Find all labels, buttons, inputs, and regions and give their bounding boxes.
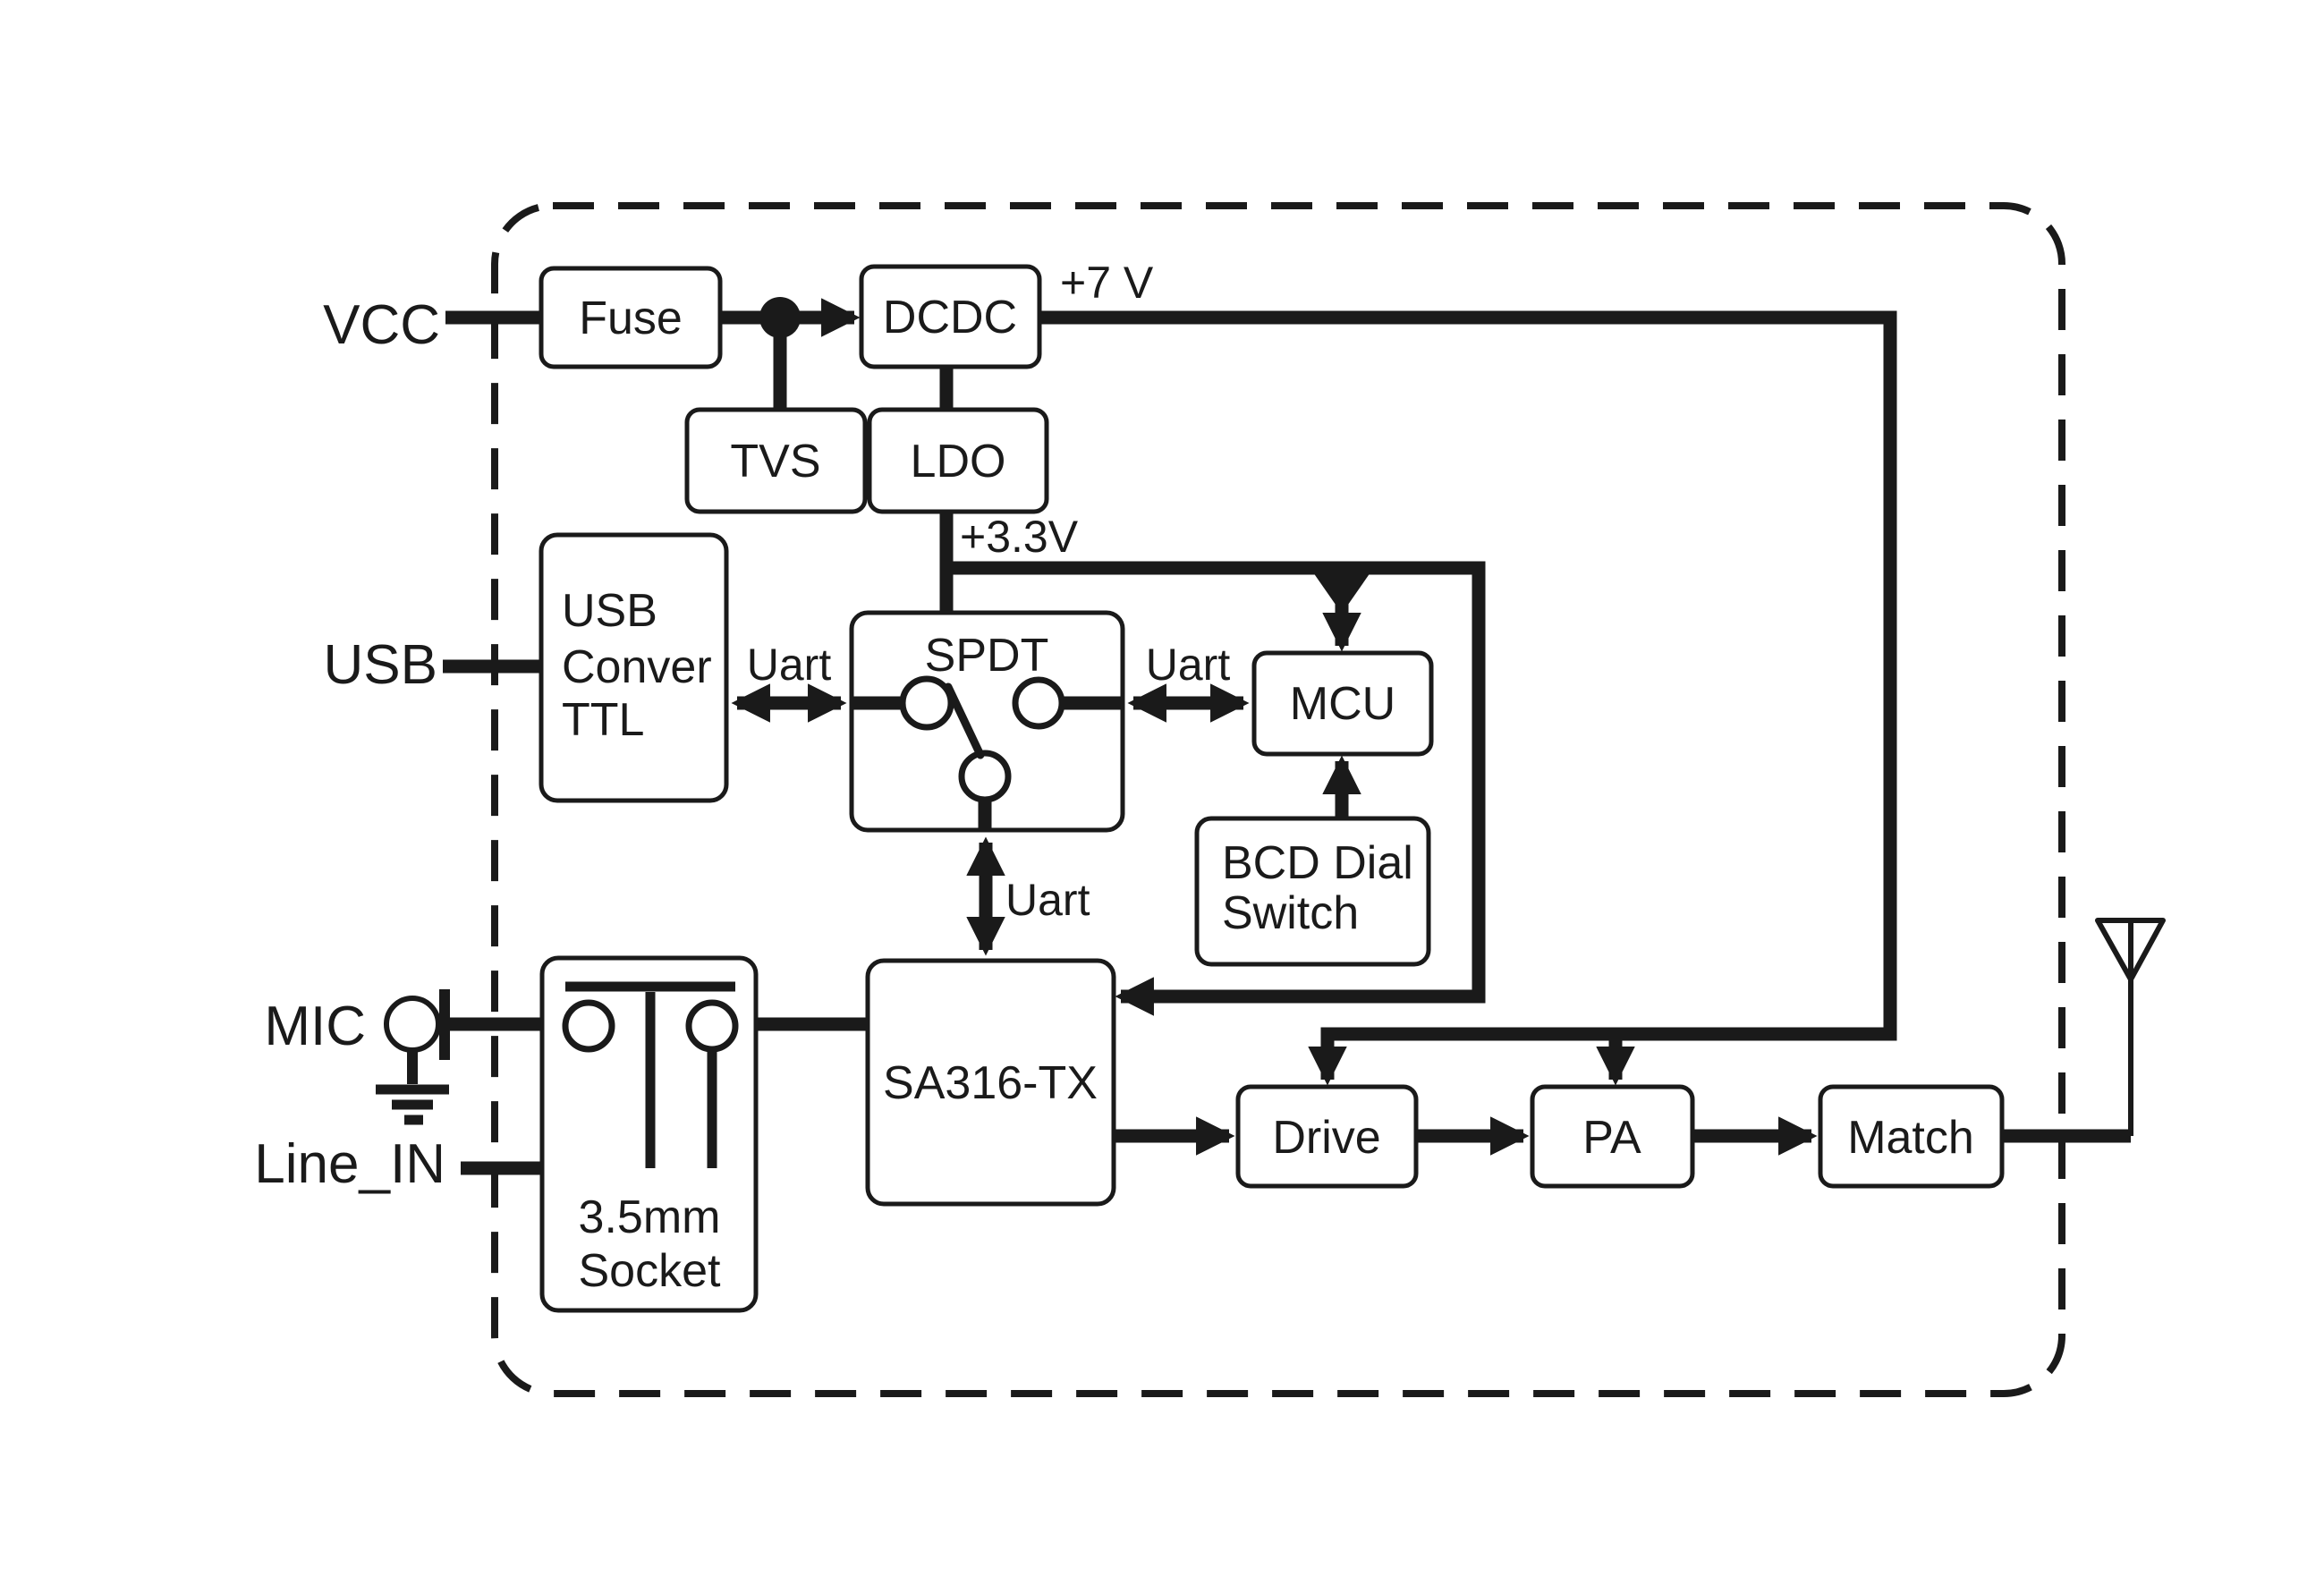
bcd-label-line2: Switch xyxy=(1222,887,1359,939)
v7-net-label: +7 V xyxy=(1060,258,1154,308)
sa316-label: SA316-TX xyxy=(883,1057,1098,1109)
v33-rail xyxy=(946,561,1486,1016)
vcc-port-label: VCC xyxy=(323,294,440,356)
pa-label: PA xyxy=(1582,1112,1641,1164)
v33-net-label: +3.3V xyxy=(960,512,1079,562)
block-bcd-dial-switch: BCD Dial Switch xyxy=(1194,816,1431,967)
antenna-icon xyxy=(2095,918,2166,1136)
socket-contacts-icon xyxy=(562,981,739,1168)
tvs-label: TVS xyxy=(730,436,820,487)
block-tvs: TVS xyxy=(684,407,868,514)
block-3-5mm-socket: 3.5mm Socket xyxy=(539,955,759,1313)
usb-ttl-label-line1: USB xyxy=(562,585,657,637)
spdt-switch-icon xyxy=(852,675,1123,829)
junction-dot xyxy=(759,297,801,338)
uart-down-label: Uart xyxy=(1005,875,1090,925)
uart-right-label: Uart xyxy=(1146,640,1231,690)
block-dcdc: DCDC xyxy=(859,264,1042,369)
usb-port-label: USB xyxy=(324,634,437,696)
block-pa: PA xyxy=(1530,1084,1695,1189)
socket-label-line1: 3.5mm xyxy=(579,1191,721,1243)
drive-label: Drive xyxy=(1272,1112,1380,1164)
module-boundary-dashed-border xyxy=(491,202,2065,1397)
fuse-label: Fuse xyxy=(579,292,683,344)
dcdc-label: DCDC xyxy=(883,292,1017,343)
block-match: Match xyxy=(1818,1084,2005,1189)
socket-label-line2: Socket xyxy=(579,1245,722,1297)
block-ldo: LDO xyxy=(867,407,1049,514)
usb-ttl-label-line3: TTL xyxy=(562,694,644,746)
block-drive: Drive xyxy=(1235,1084,1419,1189)
mic-port-label: MIC xyxy=(264,996,366,1057)
uart-left-label: Uart xyxy=(747,640,832,690)
v7-rail xyxy=(1039,310,1897,1086)
line-in-port-label: Line_IN xyxy=(254,1133,445,1195)
mcu-label: MCU xyxy=(1290,678,1395,730)
mic-icon xyxy=(384,989,450,1060)
usb-ttl-label-line2: Conver xyxy=(562,641,712,693)
block-mcu: MCU xyxy=(1251,650,1434,757)
block-fuse: Fuse xyxy=(539,266,723,369)
ground-icon xyxy=(376,1050,449,1125)
block-sa316-tx: SA316-TX xyxy=(865,958,1116,1207)
ldo-label: LDO xyxy=(911,436,1006,487)
match-label: Match xyxy=(1847,1112,1974,1164)
bcd-label-line1: BCD Dial xyxy=(1222,837,1413,889)
spdt-label: SPDT xyxy=(925,630,1049,682)
block-usb-conver-ttl: USB Conver TTL xyxy=(539,532,729,803)
block-spdt: SPDT xyxy=(849,610,1125,833)
